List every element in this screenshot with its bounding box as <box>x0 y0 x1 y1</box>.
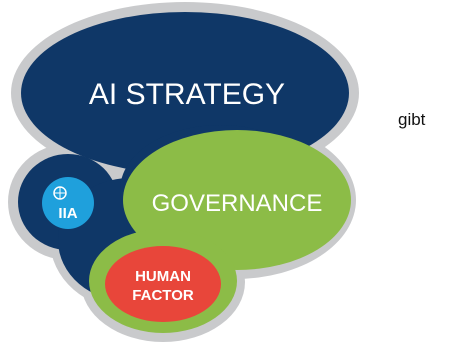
human-factor-line1: HUMAN <box>135 268 191 285</box>
iia-logo-text: IIA <box>58 205 77 222</box>
side-text: gibt <box>398 110 426 129</box>
iia-logo: IIA <box>42 177 94 229</box>
human-factor-region <box>105 246 221 322</box>
human-factor-line2: FACTOR <box>132 287 194 304</box>
governance-label: GOVERNANCE <box>152 190 323 217</box>
strategy-label: AI STRATEGY <box>89 78 285 111</box>
